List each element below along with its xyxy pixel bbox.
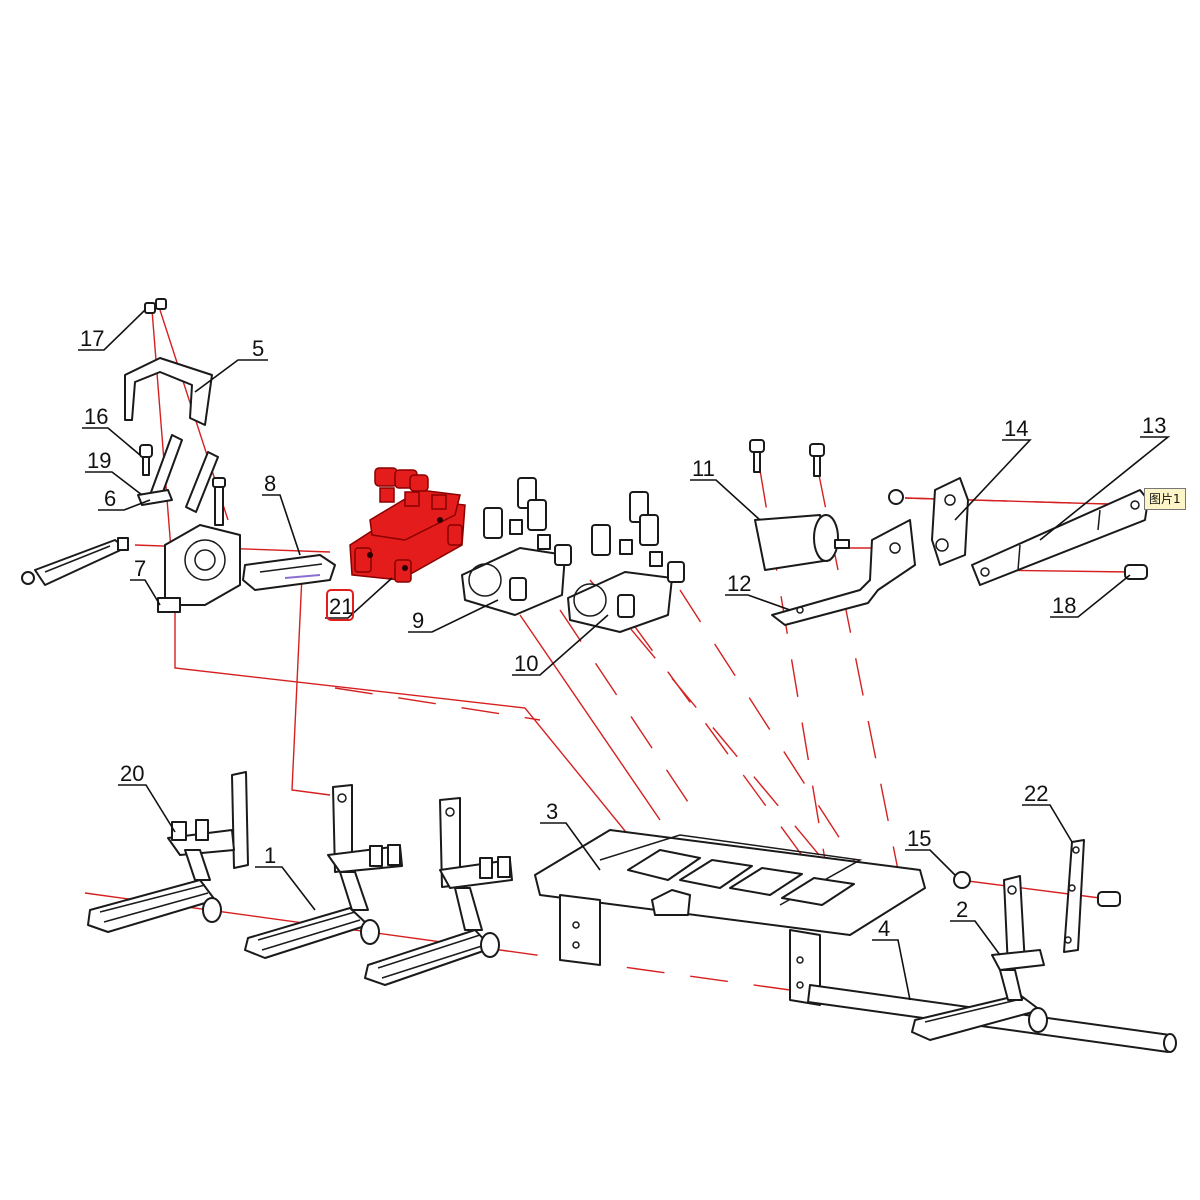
callout-22: 22 [1024, 781, 1048, 806]
left-slide-bar [21, 537, 129, 586]
callout-1: 1 [264, 843, 276, 868]
part-20-pedal [87, 771, 249, 933]
callout-9: 9 [412, 608, 424, 633]
leader-lines [78, 309, 1171, 1001]
part-21-valve-assembly-highlighted [349, 467, 466, 583]
part-19-spring-strip [149, 434, 219, 513]
part-10-valve-block [567, 491, 685, 633]
callout-14: 14 [1004, 416, 1028, 441]
callout-21: 21 [329, 594, 353, 619]
callout-12: 12 [727, 571, 751, 596]
callout-8: 8 [264, 471, 276, 496]
callout-17: 17 [80, 326, 104, 351]
part-13-link-plate [971, 489, 1149, 586]
part-9-valve-block [461, 477, 572, 616]
part-2-pedal [911, 875, 1048, 1041]
part-5-cover [124, 357, 213, 426]
part-7-bracket [157, 477, 241, 613]
part-11-solenoid [749, 439, 850, 571]
part-1-pedal [244, 784, 403, 959]
callout-13: 13 [1142, 413, 1166, 438]
callout-3: 3 [546, 799, 558, 824]
callout-5: 5 [252, 336, 264, 361]
part-8-slide [242, 554, 336, 591]
callout-21-highlight-box [326, 589, 354, 621]
callout-10: 10 [514, 651, 538, 676]
part-3-base-frame [534, 829, 926, 1006]
callout-18: 18 [1052, 593, 1076, 618]
part-16-screw [139, 444, 153, 476]
part-14-lever [888, 477, 969, 566]
part-22-link [1063, 839, 1121, 953]
part-18-screw [1124, 564, 1148, 580]
callout-11: 11 [692, 456, 715, 481]
callout-20: 20 [120, 761, 144, 786]
callout-15: 15 [907, 826, 931, 851]
callout-6: 6 [104, 486, 116, 511]
callout-7: 7 [134, 556, 146, 581]
callout-16: 16 [84, 404, 108, 429]
callout-4: 4 [878, 916, 890, 941]
part-12-bracket [771, 519, 916, 626]
image-tag-label: 图片1 [1144, 488, 1186, 510]
part-17-screws [144, 298, 167, 314]
callout-19: 19 [87, 448, 111, 473]
callout-numbers: 17 5 16 19 6 7 8 9 10 11 12 14 13 18 20 … [80, 326, 1166, 941]
part-pedal-3 [364, 797, 513, 986]
part-15-nut [953, 871, 971, 889]
callout-2: 2 [956, 897, 968, 922]
